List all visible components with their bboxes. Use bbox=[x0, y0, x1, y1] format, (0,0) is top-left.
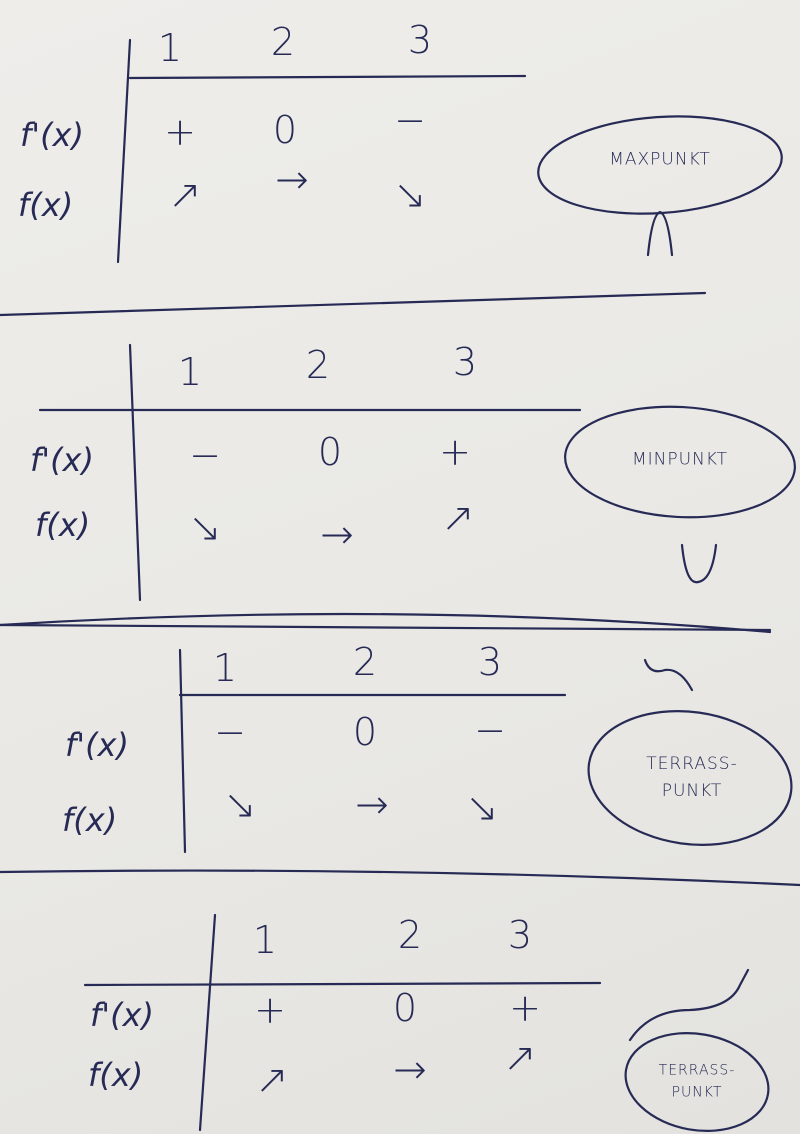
row-label-function: f(x) bbox=[18, 186, 74, 224]
rising-terrace-curve-icon bbox=[628, 968, 750, 1042]
row-label-derivative: f'(x) bbox=[65, 726, 129, 764]
row-label-function: f(x) bbox=[35, 506, 91, 544]
column-header: 1 bbox=[212, 646, 238, 690]
row-label-derivative: f'(x) bbox=[30, 441, 94, 479]
column-header: 3 bbox=[407, 18, 433, 62]
row-label-function: f(x) bbox=[88, 1056, 144, 1094]
column-header: 3 bbox=[507, 913, 533, 957]
sign: + bbox=[164, 110, 196, 154]
table4-oval bbox=[624, 1032, 770, 1132]
sign: + bbox=[439, 430, 471, 474]
sign: 0 bbox=[272, 108, 298, 152]
sign: 0 bbox=[392, 986, 418, 1030]
divider-1 bbox=[0, 291, 707, 317]
trend-arrow: → bbox=[320, 512, 354, 558]
table2-vertical-rule bbox=[128, 343, 142, 602]
row-label-derivative: f'(x) bbox=[90, 996, 154, 1034]
sign: + bbox=[254, 988, 286, 1032]
column-header: 2 bbox=[352, 640, 378, 684]
sign: + bbox=[509, 986, 541, 1030]
divider-2 bbox=[0, 623, 772, 632]
row-label-function: f(x) bbox=[62, 801, 118, 839]
sign: − bbox=[474, 708, 506, 752]
trend-arrow: ↘ bbox=[465, 785, 499, 831]
column-header: 3 bbox=[477, 640, 503, 684]
table3-vertical-rule bbox=[178, 648, 187, 854]
column-header: 2 bbox=[397, 913, 423, 957]
table2-oval bbox=[564, 405, 796, 519]
trend-arrow: → bbox=[393, 1047, 427, 1093]
sign: 0 bbox=[352, 710, 378, 754]
sign: 0 bbox=[317, 430, 343, 474]
trend-arrow: ↘ bbox=[393, 172, 427, 218]
column-header: 1 bbox=[252, 918, 278, 962]
trend-arrow: ↗ bbox=[503, 1035, 537, 1081]
table4-header-rule bbox=[83, 981, 602, 987]
table3-oval bbox=[587, 710, 793, 846]
min-curve-icon bbox=[680, 543, 718, 584]
table4-vertical-rule bbox=[198, 913, 217, 1132]
column-header: 1 bbox=[157, 26, 183, 70]
sign: − bbox=[189, 433, 221, 477]
oval-label: TERRASS-PUNKT bbox=[658, 1062, 736, 1101]
oval-label: MINPUNKT bbox=[631, 449, 729, 470]
column-header: 2 bbox=[270, 20, 296, 64]
column-header: 2 bbox=[305, 343, 331, 387]
sign: − bbox=[394, 98, 426, 142]
table1-vertical-rule bbox=[116, 38, 132, 264]
trend-arrow: → bbox=[275, 157, 309, 203]
table1-header-rule bbox=[128, 74, 527, 80]
trend-arrow: ↗ bbox=[168, 172, 202, 218]
sign: − bbox=[214, 710, 246, 754]
oval-label: MAXPUNKT bbox=[609, 149, 711, 170]
max-curve-icon bbox=[646, 210, 674, 257]
column-header: 1 bbox=[177, 350, 203, 394]
trend-arrow: ↗ bbox=[441, 495, 475, 541]
divider-3 bbox=[0, 869, 800, 887]
oval-label: TERRASS-PUNKT bbox=[646, 753, 738, 801]
trend-arrow: ↗ bbox=[255, 1057, 289, 1103]
row-label-derivative: f'(x) bbox=[20, 116, 84, 154]
falling-terrace-curve-icon bbox=[643, 658, 694, 692]
trend-arrow: ↘ bbox=[223, 782, 257, 828]
trend-arrow: ↘ bbox=[188, 505, 222, 551]
trend-arrow: → bbox=[355, 782, 389, 828]
table1-oval bbox=[537, 115, 783, 215]
column-header: 3 bbox=[452, 340, 478, 384]
